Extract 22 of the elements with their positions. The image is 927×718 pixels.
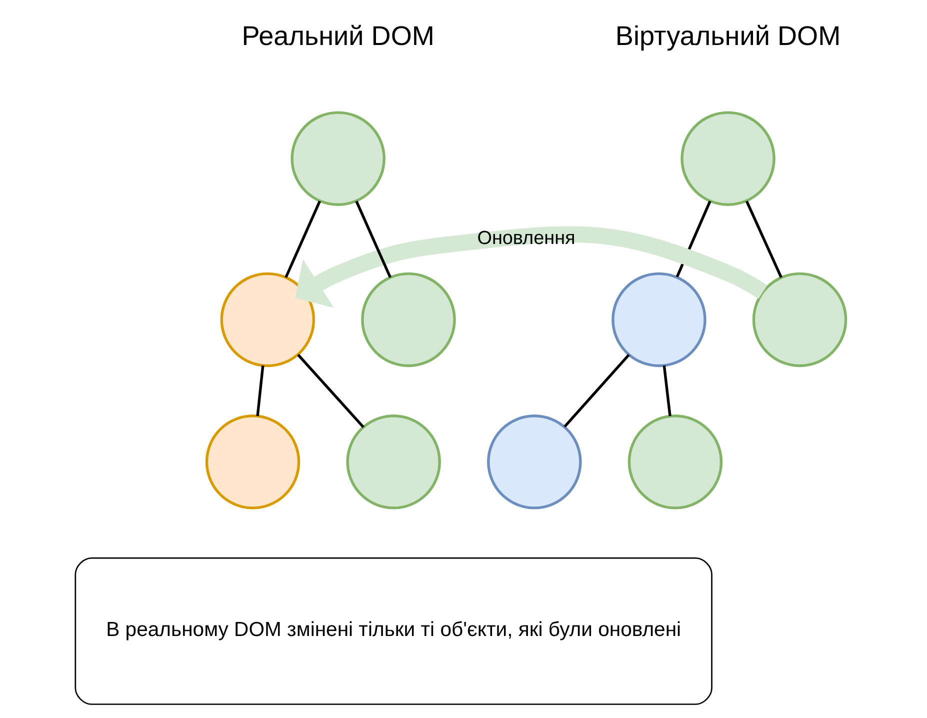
node-circle [290, 111, 385, 206]
arrow [294, 226, 767, 308]
node-box: В реальному DOM змінені тільки ті об'єкти, які були оновлені [74, 557, 712, 705]
connector [662, 365, 671, 416]
connector [744, 200, 782, 278]
edge-label: Оновлення [476, 228, 575, 250]
connector [354, 200, 391, 278]
node-circle [486, 414, 582, 510]
label: Реальний DOM [241, 20, 434, 51]
node-circle [611, 272, 706, 368]
node-circle [752, 272, 847, 368]
connector [284, 200, 320, 278]
node-circle [360, 272, 456, 368]
node-circle [204, 414, 300, 510]
node-circle [346, 414, 440, 510]
connector [256, 365, 264, 416]
label: Віртуальний DOM [614, 20, 840, 51]
connector [296, 354, 364, 428]
node-circle [220, 272, 315, 368]
connector [563, 354, 630, 428]
node-circle [680, 111, 775, 206]
node-circle [627, 414, 722, 510]
